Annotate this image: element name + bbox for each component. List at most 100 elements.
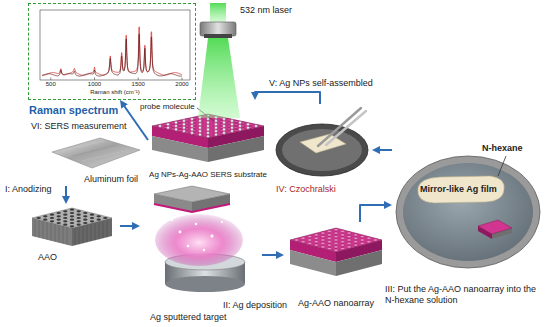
ag-nanorod bbox=[227, 125, 231, 127]
ag-nanorod bbox=[255, 125, 259, 127]
aao-side bbox=[290, 250, 336, 276]
ag-nanorod bbox=[171, 122, 175, 124]
pore bbox=[103, 217, 107, 219]
ag-nanorod bbox=[334, 246, 338, 248]
ag-nanoparticle bbox=[207, 135, 210, 138]
ag-nanoparticle bbox=[215, 123, 218, 126]
ag-nanoparticle bbox=[191, 121, 194, 124]
ag-nanorod bbox=[334, 229, 338, 231]
aao-channel bbox=[75, 227, 76, 245]
panel-title: Raman spectrum bbox=[29, 104, 118, 117]
pore bbox=[97, 215, 101, 217]
ag-nanoparticle bbox=[207, 121, 210, 124]
ag-aao-piece bbox=[478, 220, 512, 234]
foil-texture bbox=[72, 145, 118, 156]
ag-aao-block bbox=[290, 228, 382, 276]
ag-film bbox=[300, 134, 346, 153]
ag-nanorod bbox=[301, 241, 305, 243]
ag-atom bbox=[203, 249, 205, 251]
ag-nanorod bbox=[360, 242, 364, 244]
plasma-glow bbox=[155, 214, 243, 266]
pore bbox=[83, 219, 87, 221]
ag-nanorod bbox=[347, 239, 351, 241]
aao-channel bbox=[55, 224, 56, 242]
ag-nanoparticle bbox=[239, 125, 242, 128]
laser-beam bbox=[210, 3, 226, 22]
ag-nanorod bbox=[321, 246, 325, 248]
pore bbox=[50, 220, 54, 222]
ag-nanorod bbox=[185, 131, 189, 133]
aluminum-foil-sheet bbox=[52, 138, 140, 168]
ag-nanorod bbox=[314, 244, 318, 246]
ag-atom bbox=[195, 223, 197, 225]
ag-nanoparticle bbox=[191, 132, 194, 135]
aao-side bbox=[208, 136, 264, 162]
tick-label: 1000 bbox=[88, 81, 101, 88]
czochralski-drawing bbox=[276, 108, 368, 176]
ag-nanorod bbox=[327, 234, 331, 236]
flow-arrow bbox=[120, 225, 136, 227]
pore bbox=[57, 215, 61, 217]
sers-substrate: Ag NPs-Ag-AAO SERS substrate bbox=[148, 100, 268, 182]
ag-nanoparticle bbox=[223, 118, 226, 121]
axis-tick bbox=[94, 78, 95, 81]
pore bbox=[77, 220, 81, 222]
ag-nanoparticle bbox=[199, 123, 202, 126]
aao-side bbox=[152, 136, 208, 162]
ag-nanorod bbox=[327, 247, 331, 249]
film-label: Mirror-like Ag film bbox=[420, 184, 497, 194]
ag-nanorod bbox=[334, 235, 338, 237]
ag-nanorod bbox=[185, 122, 189, 124]
aao-side bbox=[72, 218, 112, 246]
step-label: IV: Czochralski bbox=[276, 184, 336, 194]
pore bbox=[90, 220, 94, 222]
aao-channel bbox=[51, 223, 52, 241]
axis-tick bbox=[182, 78, 183, 81]
ag-atom bbox=[221, 221, 223, 223]
ag-nanoparticle bbox=[199, 133, 202, 136]
ag-nanoparticle bbox=[247, 126, 250, 129]
ag-nanorod bbox=[367, 241, 371, 243]
tweezers bbox=[318, 108, 361, 146]
ag-nanoparticle bbox=[239, 121, 242, 124]
ag-nanorod bbox=[308, 239, 312, 241]
ag-nanoparticle bbox=[183, 120, 186, 123]
ag-nanoparticle bbox=[191, 125, 194, 128]
ag-nanoparticle bbox=[231, 126, 234, 129]
ag-coating bbox=[154, 204, 230, 212]
step-label: II: Ag deposition bbox=[222, 300, 288, 310]
ag-nanoparticle bbox=[167, 123, 170, 126]
pore bbox=[77, 210, 81, 212]
leader-line bbox=[498, 156, 506, 176]
aao-channel bbox=[67, 227, 68, 245]
ag-nanorod bbox=[340, 237, 344, 239]
ag-nanorod bbox=[301, 237, 305, 239]
foil bbox=[52, 138, 140, 168]
pore bbox=[97, 219, 101, 221]
dish-liquid bbox=[282, 129, 362, 171]
ag-nanorod bbox=[347, 235, 351, 237]
ag-nanoparticle bbox=[159, 125, 162, 128]
ag-nanoparticle bbox=[175, 125, 178, 128]
aao-channel bbox=[63, 226, 64, 244]
ag-nanorod bbox=[321, 235, 325, 237]
ag-nanorod bbox=[227, 131, 231, 133]
aao-channel bbox=[47, 222, 48, 240]
ag-nanoparticle bbox=[215, 120, 218, 123]
flow-arrow bbox=[360, 205, 388, 222]
ag-nanorod bbox=[327, 237, 331, 239]
ag-nanorod bbox=[199, 134, 203, 136]
stage-caption: Ag-AAO nanoarray bbox=[298, 298, 374, 308]
pore bbox=[63, 224, 67, 226]
objective-lens bbox=[204, 34, 232, 38]
ag-nanorod bbox=[314, 241, 318, 243]
aao-channel bbox=[103, 220, 104, 238]
ag-nanorod bbox=[334, 239, 338, 241]
pore bbox=[43, 219, 47, 221]
pore bbox=[83, 212, 87, 214]
stage-caption: Ag sputtered target bbox=[150, 312, 227, 322]
axis-tick bbox=[138, 78, 139, 81]
pore bbox=[63, 210, 67, 212]
